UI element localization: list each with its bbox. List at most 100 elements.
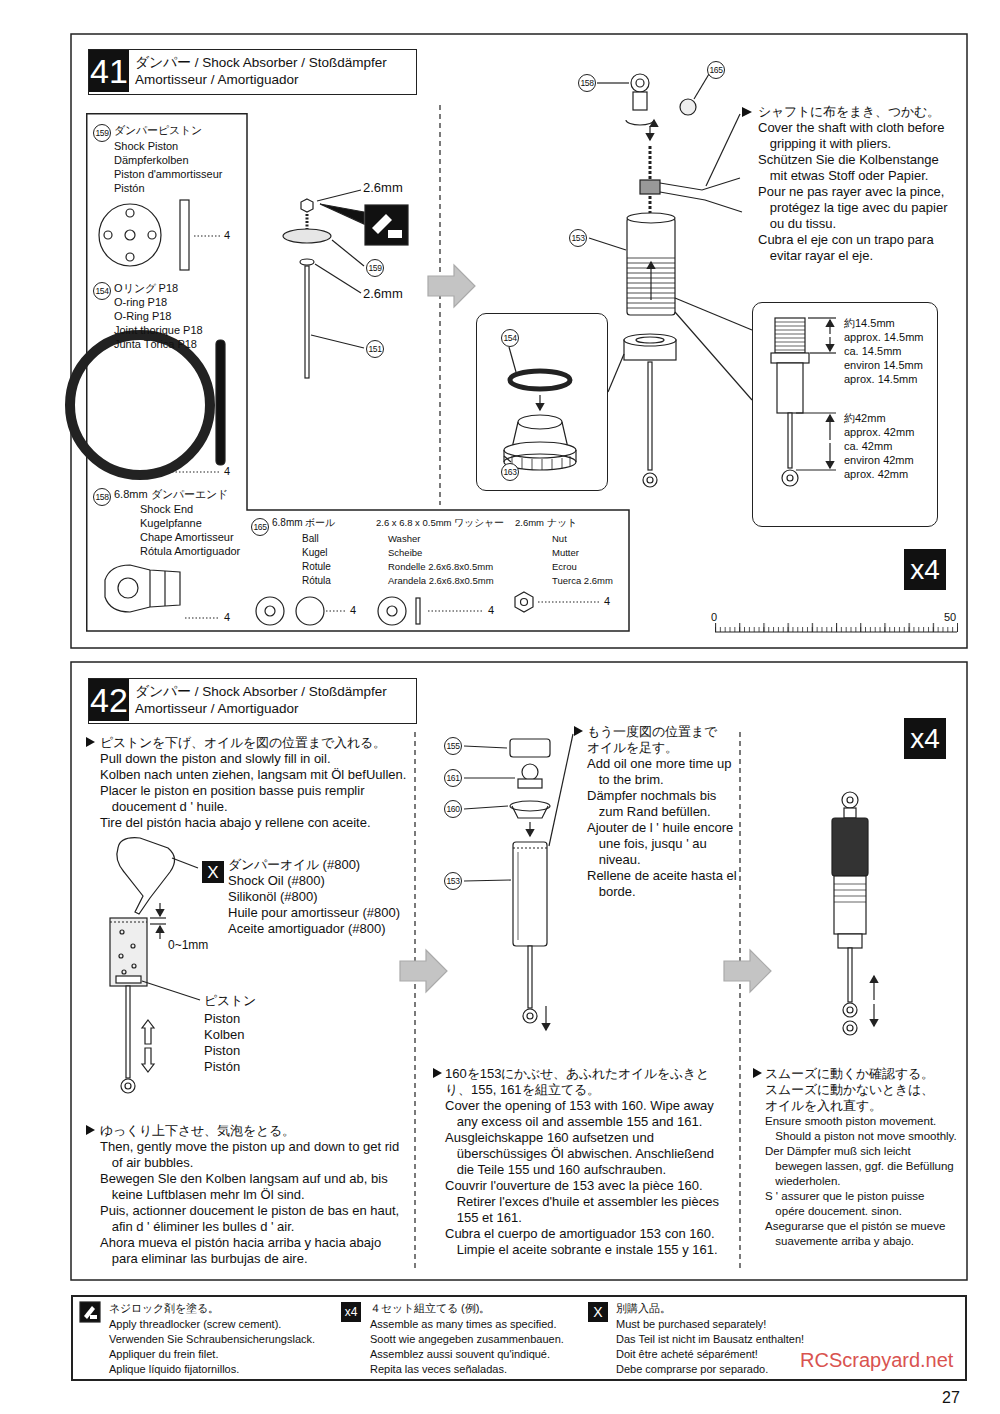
dimension-label: 約42mm (844, 411, 886, 425)
instruction-text: Kolben nach unten ziehen, langsam mit Öl… (100, 767, 410, 783)
instruction-text: Schützen Sie die Kolbenstange mit etwas … (758, 152, 956, 184)
part-name: Mutter (552, 547, 579, 559)
part-name: Ball (302, 533, 319, 545)
part-name: Dämpferkolben (114, 153, 189, 167)
part-name: Ecrou (552, 561, 577, 573)
instruction-text: Pour ne pas rayer avec la pince, protége… (758, 184, 956, 232)
callout-number: 155 (444, 737, 462, 755)
quantity: 4 (224, 610, 230, 624)
callout-number: 165 (251, 518, 269, 536)
callout-number: 160 (444, 800, 462, 818)
part-name: ピストン (204, 993, 256, 1009)
step-header: 41ダンパー / Shock Absorber / Stoßdämpfer Am… (88, 49, 417, 95)
dimension-label: approx. 42mm (844, 425, 914, 439)
quantity: 4 (350, 603, 356, 617)
page-number: 27 (942, 1388, 960, 1408)
footer-note: Soott wie angegeben zusammenbauen. (370, 1332, 564, 1347)
quantity-badge: x4 (904, 718, 946, 759)
callout-number: 158 (578, 74, 596, 92)
part-name: Aceite amortiguador (#800) (228, 921, 386, 937)
step-number: 42 (89, 679, 129, 721)
footer-note: Appliquer du frein filet. (109, 1347, 218, 1362)
callout-number: 161 (444, 769, 462, 787)
dimension-label: aprox. 42mm (844, 467, 908, 481)
part-name: Huile pour amortisseur (#800) (228, 905, 400, 921)
instruction-text: Rellene de aceite hasta el borde. (587, 868, 737, 900)
scale-mark: 0 (711, 610, 717, 624)
instruction-text: Cubra el cuerpo de amortiguador 153 con … (445, 1226, 730, 1258)
instruction-text: Bewegen Sle den Kolben langsam auf und a… (100, 1171, 400, 1203)
instruction-text: Add oil one more time up to the brim. (587, 756, 737, 788)
part-name: Shock Oil (#800) (228, 873, 325, 889)
instruction-text: 160を153にかぶせ、あふれたオイルをふきとり、155, 161を組立てる。 (445, 1066, 730, 1098)
part-name: 2.6 x 6.8 x 0.5mm ワッシャー (376, 517, 504, 529)
part-name: Rótula (302, 575, 331, 587)
step-header: 42ダンパー / Shock Absorber / Stoßdämpfer Am… (88, 678, 417, 724)
instruction-text: ピストンを下げ、オイルを図の位置まで入れる。 (100, 735, 386, 751)
footer-note: ４セット組立てる (例)。 (370, 1301, 490, 1316)
instruction-text: Ajouter de l ' huile encore une fois, ju… (587, 820, 737, 868)
footer-note: Must be purchased separately! (616, 1317, 766, 1332)
footer-note: Aplique líquido fijatornillos. (109, 1362, 239, 1377)
footer-note: Assemble as many times as specified. (370, 1317, 556, 1332)
part-name: Arandela 2.6x6.8x0.5mm (388, 575, 494, 587)
part-name: Tuerca 2.6mm (552, 575, 613, 587)
part-name: Pistón (114, 181, 145, 195)
callout-number: 154 (501, 329, 519, 347)
instruction-text: Ausgleichskappe 160 aufsetzen und übersc… (445, 1130, 730, 1178)
instruction-text: Cover the shaft with cloth before grippi… (758, 120, 956, 152)
footer-note: Das Teil ist nicht im Bausatz enthalten! (616, 1332, 804, 1347)
part-name: Junta Tórica P18 (114, 337, 197, 351)
instruction-text: Couvrir l'ouverture de 153 avec la pièce… (445, 1178, 730, 1226)
instruction-text: Pull down the piston and slowly fill in … (100, 751, 410, 767)
callout-number: 163 (501, 463, 519, 481)
part-name: ダンパーピストン (114, 123, 202, 137)
callout-number: 154 (93, 282, 111, 300)
callout-number: 159 (93, 124, 111, 142)
part-name: Shock Piston (114, 139, 178, 153)
dimension-label: 2.6mm (363, 180, 403, 196)
callout-number: 159 (366, 259, 384, 277)
part-name: Piston (204, 1011, 240, 1027)
step-number: 41 (89, 50, 129, 92)
callout-number: 153 (444, 872, 462, 890)
dimension-label: ca. 14.5mm (844, 344, 901, 358)
part-name: Shock End (140, 502, 193, 516)
part-name: Piston d'ammortisseur (114, 167, 222, 181)
part-name: Kugelpfanne (140, 516, 202, 530)
footer-note: ネジロック剤を塗る。 (109, 1301, 219, 1316)
part-name: O-ring P18 (114, 295, 167, 309)
callout-number: 165 (707, 61, 725, 79)
instruction-text: ゆっくり上下させ、気泡をとる。 (100, 1123, 295, 1139)
quantity-badge: x4 (341, 1302, 361, 1322)
quantity: 4 (224, 228, 230, 242)
part-name: Silikonöl (#800) (228, 889, 318, 905)
footer-note: Debe comprarse por separado. (616, 1362, 768, 1377)
part-name: Nut (552, 533, 567, 545)
dimension-label: approx. 14.5mm (844, 330, 923, 344)
dimension-label: ca. 42mm (844, 439, 892, 453)
dimension-label: environ 14.5mm (844, 358, 923, 372)
dimension-inset: 約14.5mmapprox. 14.5mmca. 14.5mmenviron 1… (752, 302, 938, 527)
instruction-text: Cover the opening of 153 with 160. Wipe … (445, 1098, 730, 1130)
part-name: Scheibe (388, 547, 422, 559)
part-name: 2.6mm ナット (515, 517, 577, 529)
part-name: Rotule (302, 561, 331, 573)
part-name: Piston (204, 1043, 240, 1059)
step-title: ダンパー / Shock Absorber / Stoßdämpfer Amor… (135, 683, 413, 717)
callout-number: 158 (93, 488, 111, 506)
instruction-text: Tire del pistón hacia abajo y rellene co… (100, 815, 410, 831)
footer-note: Doit être acheté séparément! (616, 1347, 758, 1362)
part-name: Washer (388, 533, 420, 545)
parts-box-outline (87, 114, 629, 631)
part-name: Oリング P18 (114, 281, 178, 295)
detail-inset: 154 163 (476, 313, 608, 491)
footer-note: Assemblez aussi souvent qu'indiqué. (370, 1347, 550, 1362)
quantity: 4 (224, 464, 230, 478)
callout-number: 151 (366, 340, 384, 358)
quantity: 4 (604, 594, 610, 608)
dimension-label: environ 42mm (844, 453, 914, 467)
instruction-text: Asegurarse que el pistón se mueve suavem… (765, 1219, 957, 1249)
instruction-text: S ' assurer que le piston puisse opére d… (765, 1189, 957, 1219)
